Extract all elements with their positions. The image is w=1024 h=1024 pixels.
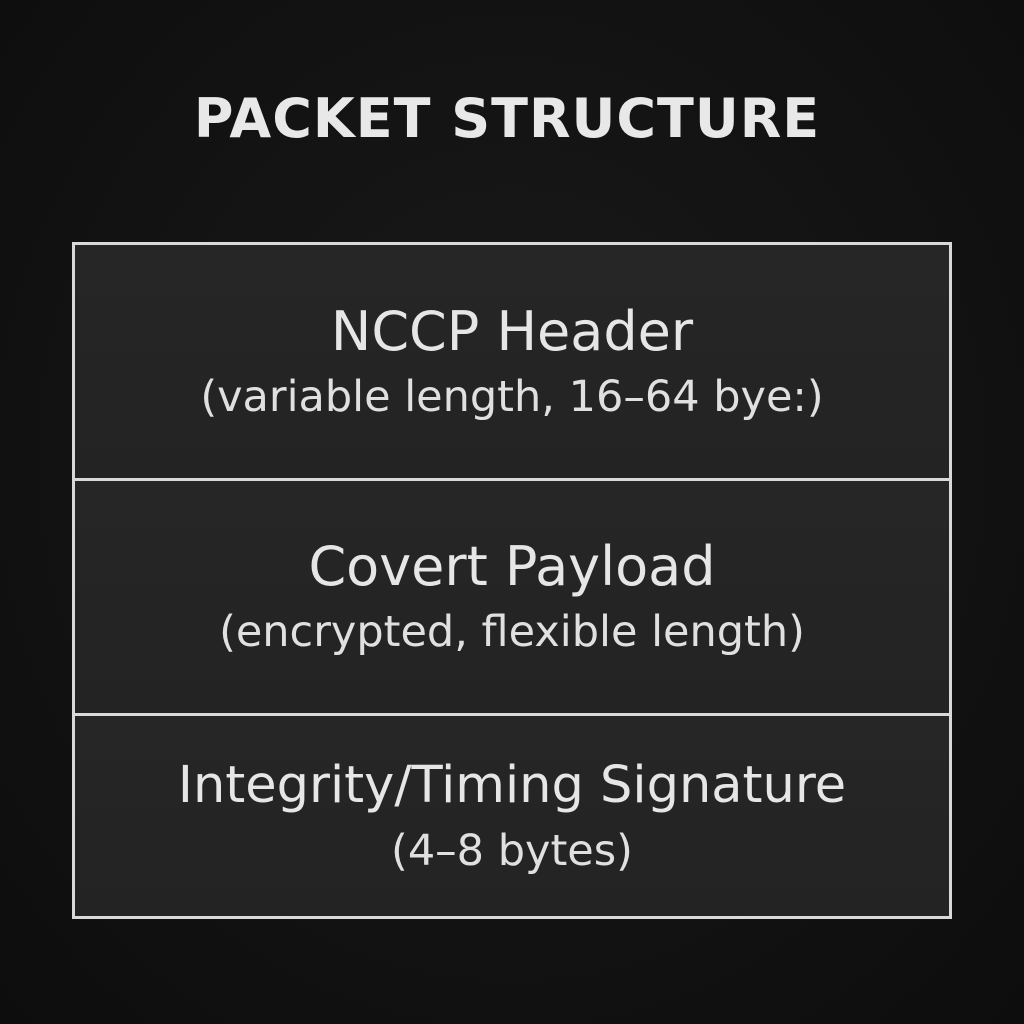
integrity-signature-detail: (4–8 bytes)	[391, 826, 633, 876]
integrity-signature-label: Integrity/Timing Signature	[177, 756, 847, 815]
nccp-header-block: NCCP Header (variable length, 16–64 bye:…	[75, 245, 949, 478]
diagram-title: PACKET STRUCTURE	[193, 87, 821, 150]
integrity-signature-block: Integrity/Timing Signature (4–8 bytes)	[75, 713, 949, 916]
covert-payload-block: Covert Payload (encrypted, flexible leng…	[75, 478, 949, 713]
packet-structure-stack: NCCP Header (variable length, 16–64 bye:…	[72, 242, 952, 919]
nccp-header-detail: (variable length, 16–64 bye:)	[200, 371, 824, 422]
covert-payload-detail: (encrypted, flexible length)	[219, 607, 805, 657]
covert-payload-label: Covert Payload	[308, 535, 716, 598]
nccp-header-label: NCCP Header	[330, 299, 694, 363]
